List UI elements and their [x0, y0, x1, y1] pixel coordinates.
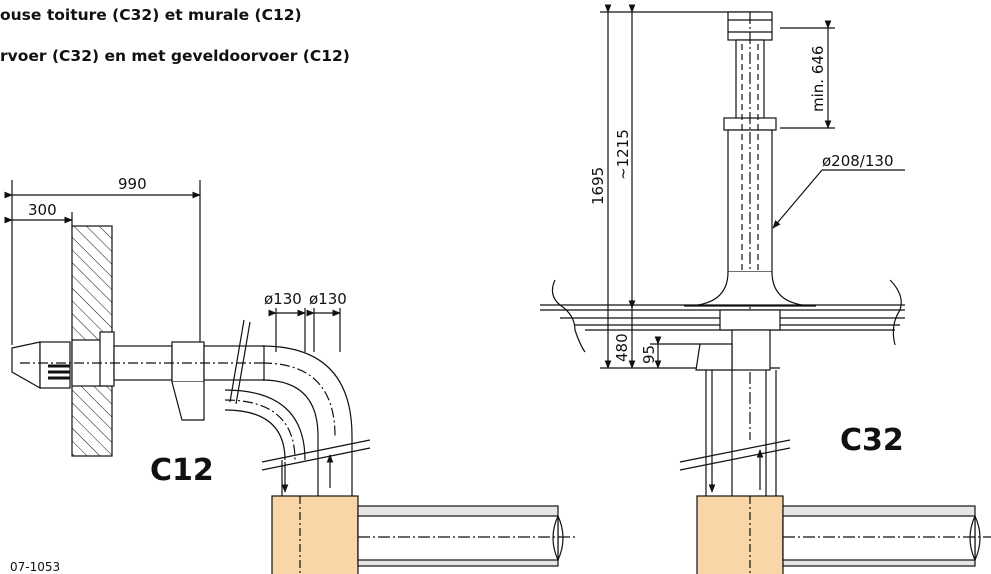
c32-label: C32	[840, 423, 904, 458]
dim-approx-height: ~1215	[614, 129, 632, 180]
dim-diameter-concentric: ø208/130	[822, 152, 894, 170]
title-french: ouse toiture (C32) et murale (C12)	[0, 6, 302, 24]
dim-diameter-1: ø130	[264, 290, 302, 308]
dim-95: 95	[640, 345, 658, 364]
dim-total-length: 990	[118, 175, 147, 193]
title-dutch: rvoer (C32) en met geveldoorvoer (C12)	[0, 47, 350, 65]
dim-480: 480	[613, 333, 631, 362]
dim-wall-offset: 300	[28, 201, 57, 219]
dim-min-height: min. 646	[809, 46, 827, 112]
c32-roof-installation	[540, 4, 991, 574]
drawing-reference: 07-1053	[10, 560, 60, 574]
c12-label: C12	[150, 453, 214, 488]
c12-wall-installation	[4, 180, 575, 574]
dim-overall-height: 1695	[589, 167, 607, 205]
dim-diameter-2: ø130	[309, 290, 347, 308]
